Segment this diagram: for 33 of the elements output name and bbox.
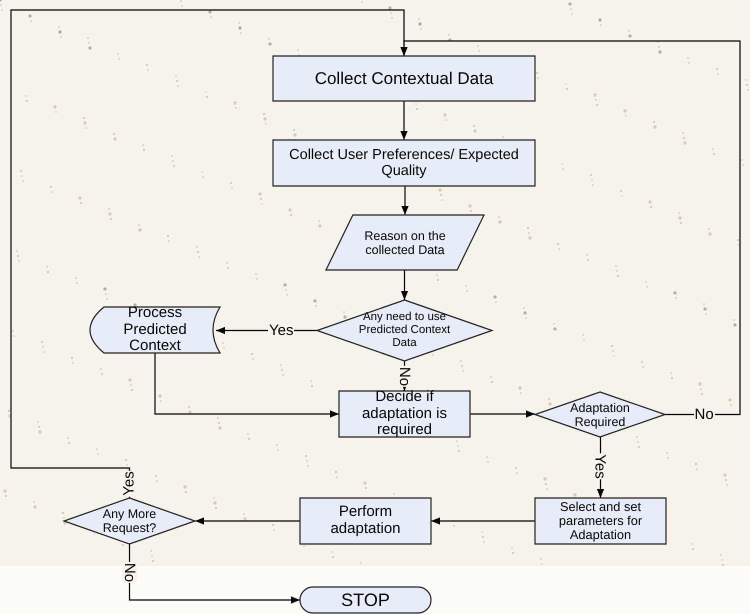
node-text: Select and set parameters for Adaptation xyxy=(558,500,644,542)
node-text: Collect User Preferences/ Expected Quality xyxy=(288,146,520,180)
node-text: Any More Request? xyxy=(102,507,158,535)
node-text: Decide if adaptation is required xyxy=(360,388,448,440)
decision-diamond xyxy=(535,392,665,437)
node-text: STOP xyxy=(341,590,390,610)
node-text: Collect Contextual Data xyxy=(314,68,494,88)
arrow xyxy=(195,517,300,525)
node-text: Perform adaptation xyxy=(329,504,402,538)
data-parallelogram xyxy=(326,215,484,270)
arrow xyxy=(401,186,409,215)
stored-data-shape xyxy=(90,307,220,353)
node-text: Process Predicted Context xyxy=(122,304,188,356)
edge-label: Yes xyxy=(268,322,294,338)
edge-label: Yes xyxy=(592,452,608,480)
node-text: Reason on the collected Data xyxy=(363,228,447,256)
process-box xyxy=(339,391,470,437)
process-box xyxy=(300,498,431,544)
arrow xyxy=(10,9,408,498)
arrow xyxy=(128,544,300,604)
arrow xyxy=(400,270,408,300)
process-box xyxy=(535,498,666,544)
edge-label: Yes xyxy=(122,470,137,496)
arrow xyxy=(431,517,535,525)
decision-diamond xyxy=(64,498,195,544)
node-text: Any need to use Predicted Context Data xyxy=(358,311,452,350)
process-box xyxy=(273,140,535,186)
arrow xyxy=(470,410,535,418)
decision-diamond xyxy=(317,300,492,361)
arrow xyxy=(400,101,408,140)
arrow xyxy=(154,353,339,418)
process-box xyxy=(273,56,535,101)
node-text: Adaptation Required xyxy=(569,400,631,428)
